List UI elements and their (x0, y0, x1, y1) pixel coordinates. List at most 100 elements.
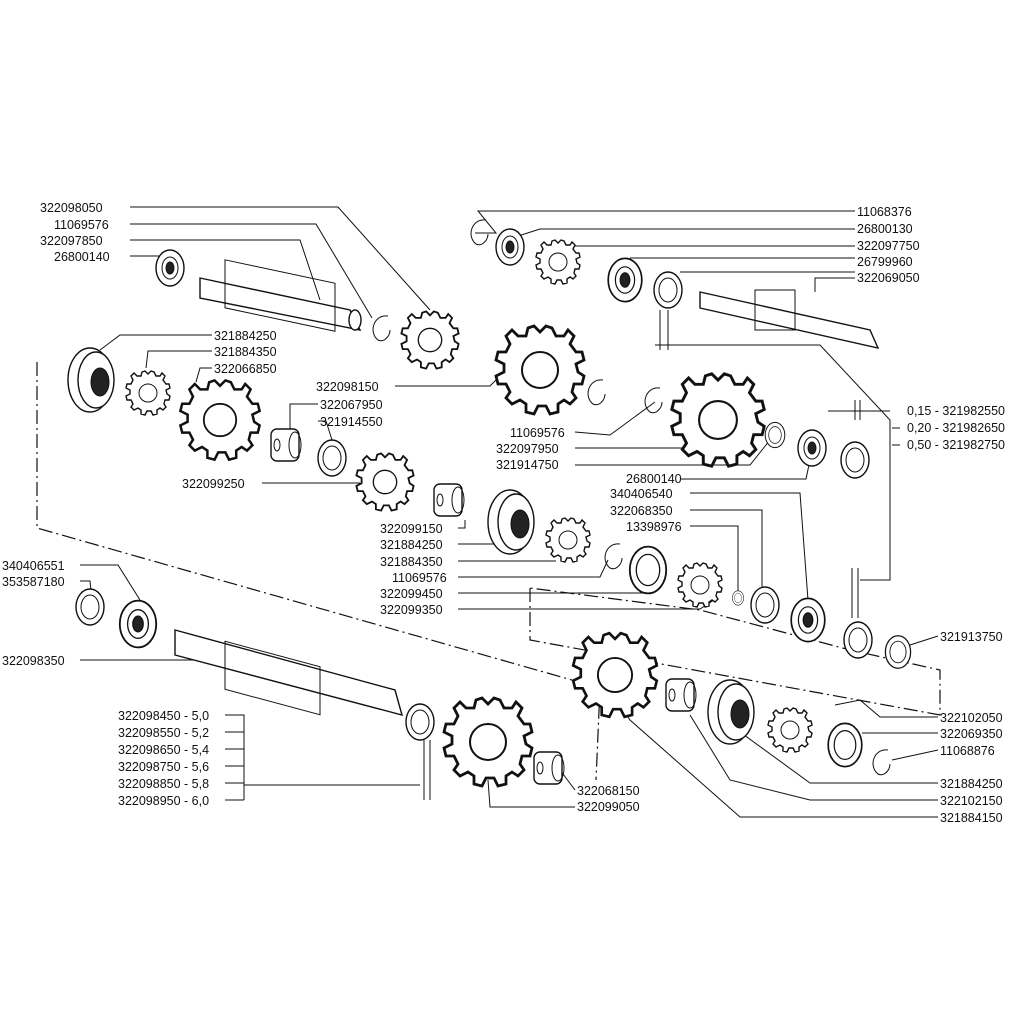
part-label: 322098450 - 5,0 (118, 709, 209, 723)
part-label: 11068876 (940, 744, 995, 758)
gear-icon (400, 310, 460, 370)
part-label: 0,20 - 321982650 (907, 421, 1005, 435)
part-label: 322099350 (380, 603, 443, 617)
part-label: 353587180 (2, 575, 65, 589)
gear-icon (535, 239, 581, 285)
part-label: 13398976 (626, 520, 682, 534)
circlip-icon (644, 387, 663, 414)
part-label: 321884250 (380, 538, 443, 552)
circlip-icon (587, 379, 606, 406)
part-label: 321913750 (940, 630, 1003, 644)
sleeve-icon (665, 678, 697, 712)
part-label: 321914750 (496, 458, 559, 472)
circlip-icon (872, 749, 891, 776)
sleeve-icon (433, 483, 465, 517)
part-label: 322066850 (214, 362, 277, 376)
gear-icon (767, 707, 813, 753)
part-label: 340406551 (2, 559, 65, 573)
ring-icon (75, 588, 105, 626)
ring-icon (843, 621, 873, 659)
bearing-icon (797, 429, 827, 467)
part-label: 26800140 (626, 472, 682, 486)
part-label: 0,15 - 321982550 (907, 404, 1005, 418)
bearing-icon (607, 257, 643, 303)
sleeve-icon (270, 428, 302, 462)
part-label: 322068150 (577, 784, 640, 798)
bearing-icon (118, 599, 158, 649)
upper-left-shaft (199, 259, 362, 332)
gear-icon (179, 379, 261, 461)
part-label: 322099250 (182, 477, 245, 491)
part-label: 321884150 (940, 811, 1003, 825)
part-label: 322099450 (380, 587, 443, 601)
synchro-hub-icon (487, 489, 535, 555)
leader-lines (80, 206, 939, 818)
ring-icon (317, 439, 347, 477)
part-label: 322067950 (320, 398, 383, 412)
ring-icon (653, 271, 683, 309)
part-label: 322098850 - 5,8 (118, 777, 209, 791)
part-labels: 322098050 11069576 322097850 26800140 32… (2, 201, 1005, 825)
gear-icon (442, 696, 534, 788)
ring-icon (732, 590, 744, 606)
part-label: 26800130 (857, 222, 913, 236)
ring-icon (405, 703, 435, 741)
part-label: 322068350 (610, 504, 673, 518)
part-label: 321884250 (214, 329, 277, 343)
ring-icon (764, 421, 786, 449)
part-label: 322098650 - 5,4 (118, 743, 209, 757)
sleeve-icon (533, 751, 565, 785)
ring-icon (827, 722, 863, 768)
part-label: 322098350 (2, 654, 65, 668)
part-label: 321884250 (940, 777, 1003, 791)
circlip-icon (470, 219, 489, 246)
circlip-icon (372, 315, 391, 342)
part-label: 321884350 (380, 555, 443, 569)
gear-icon (494, 324, 586, 416)
part-label: 322102150 (940, 794, 1003, 808)
part-label: 322098750 - 5,6 (118, 760, 209, 774)
lower-left-shaft (174, 629, 404, 716)
gear-icon (545, 517, 591, 563)
part-label: 11068376 (857, 205, 912, 219)
gear-icon (125, 370, 171, 416)
bearing-icon (495, 228, 525, 266)
bearing-icon (790, 597, 826, 643)
part-label: 0,50 - 321982750 (907, 438, 1005, 452)
part-label: 26799960 (857, 255, 913, 269)
part-label: 321884350 (214, 345, 277, 359)
part-label: 322099150 (380, 522, 443, 536)
part-label: 322098150 (316, 380, 379, 394)
part-label: 11069576 (510, 426, 565, 440)
part-label: 322097750 (857, 239, 920, 253)
part-label: 322102050 (940, 711, 1003, 725)
circlip-icon (604, 543, 623, 570)
ring-icon (840, 441, 870, 479)
part-label: 322069350 (940, 727, 1003, 741)
bearing-icon (155, 249, 185, 287)
gear-icon (677, 562, 723, 608)
synchro-hub-icon (707, 679, 755, 745)
ring-icon (750, 586, 780, 624)
ring-icon (884, 635, 912, 669)
part-label: 26800140 (54, 250, 110, 264)
part-label: 322097850 (40, 234, 103, 248)
part-label: 322098550 - 5,2 (118, 726, 209, 740)
part-label: 322099050 (577, 800, 640, 814)
part-label: 340406540 (610, 487, 673, 501)
part-label: 322097950 (496, 442, 559, 456)
part-label: 322069050 (857, 271, 920, 285)
assembly-axes (36, 362, 941, 781)
part-label: 322098050 (40, 201, 103, 215)
gear-icon (670, 372, 766, 468)
part-label: 11069576 (54, 218, 109, 232)
synchro-hub-icon (67, 347, 115, 413)
upper-right-shaft (699, 289, 880, 349)
ring-icon (628, 545, 668, 595)
gear-icon (571, 631, 659, 719)
part-label: 322098950 - 6,0 (118, 794, 209, 808)
gear-icon (355, 452, 415, 512)
part-label: 321914550 (320, 415, 383, 429)
